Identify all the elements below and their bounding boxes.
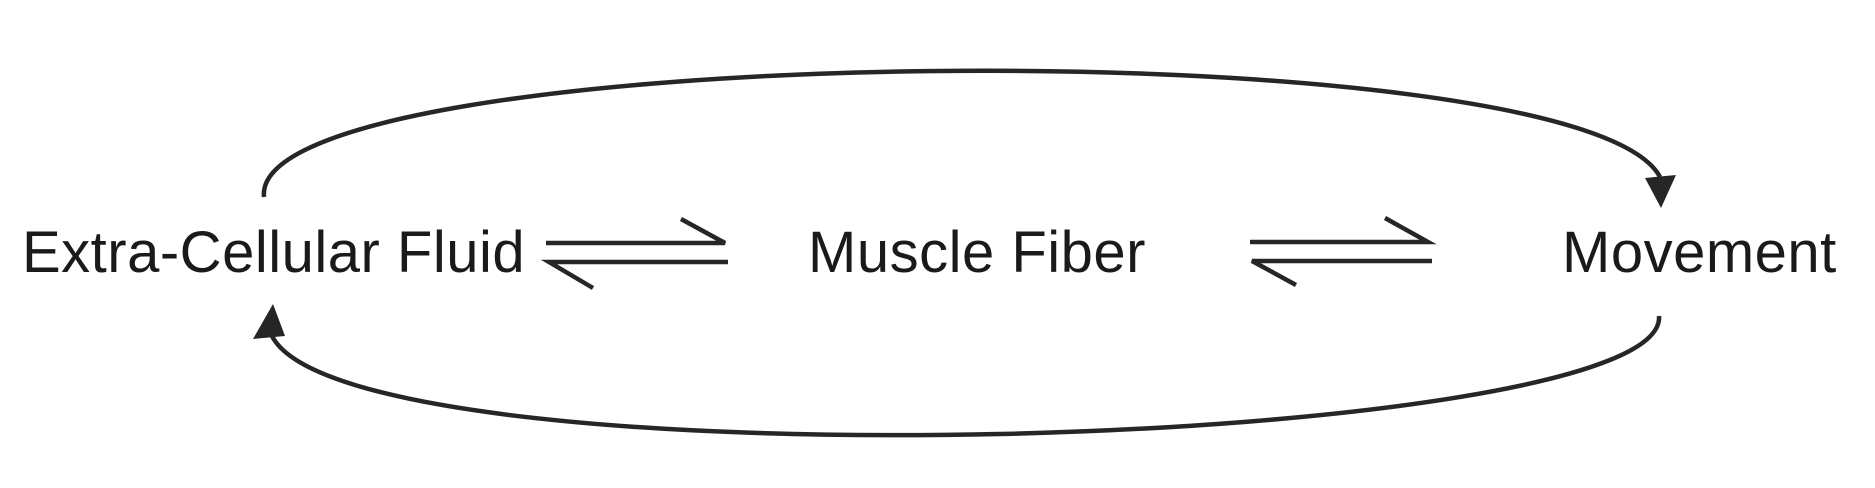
forward-half-arrow-1 [546,217,727,246]
equilibrium-arrow-2 [1250,216,1437,287]
node-muscle-fiber: Muscle Fiber [808,220,1146,285]
node-movement: Movement [1562,220,1837,285]
curved-arrow-bottom [269,315,1662,438]
curved-arrow-top [261,68,1662,198]
equilibrium-arrow-1 [540,217,728,290]
reverse-half-arrow-2 [1250,258,1432,287]
arrowhead-top [1645,175,1676,208]
node-extra-cellular-fluid: Extra-Cellular Fluid [22,220,526,285]
forward-half-arrow-2 [1250,216,1437,245]
arrowhead-bottom [253,304,285,339]
reverse-half-arrow-1 [540,259,728,290]
